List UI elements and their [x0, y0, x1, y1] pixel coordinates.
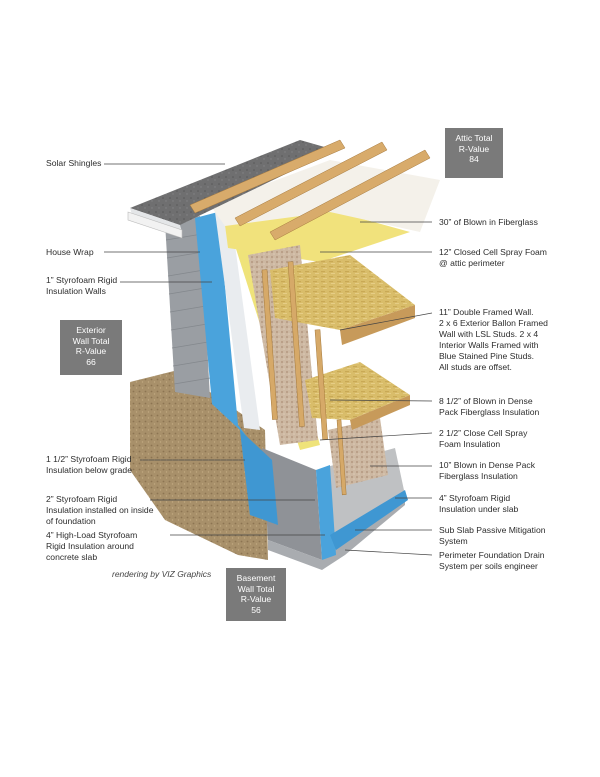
- gutter: [127, 211, 183, 239]
- upper-floor-deck: [270, 255, 415, 330]
- rigid-insulation-below-grade: [240, 430, 278, 525]
- label-close-cell-2: 2 1/2” Close Cell Spray Foam Insulation: [439, 428, 528, 449]
- leader-lines: [104, 163, 433, 556]
- label-blown-fiberglass-attic: 30” of Blown in Fiberglass: [439, 217, 538, 227]
- rigid-insulation-walls: [195, 212, 274, 520]
- foundation-wall: [262, 448, 322, 560]
- siding: [165, 216, 210, 398]
- rendering-credit: rendering by VIZ Graphics: [112, 569, 212, 579]
- closed-cell-foam-attic: [225, 210, 410, 262]
- label-double-framed-wall: 11” Double Framed Wall. 2 x 6 Exterior B…: [439, 307, 548, 372]
- label-styrofoam-foundation: 2” Styrofoam Rigid Insulation installed …: [46, 494, 154, 526]
- label-dense-pack-8: 8 1/2” of Blown in Dense Pack Fiberglass…: [439, 396, 540, 417]
- lower-floor-deck: [305, 362, 410, 420]
- label-dense-pack-10: 10” Blown in Dense Pack Fiberglass Insul…: [439, 460, 536, 481]
- label-closed-cell-attic: 12” Closed Cell Spray Foam @ attic perim…: [439, 247, 547, 268]
- label-perimeter-drain: Perimeter Foundation Drain System per so…: [439, 550, 545, 571]
- label-styrofoam-below-grade: 1 1/2” Styrofoam Rigid Insulation below …: [46, 454, 132, 475]
- attic-r-value-box: Attic Total R-Value 84: [445, 128, 503, 178]
- exterior-wall-r-value-box: Exterior Wall Total R-Value 66: [60, 320, 122, 375]
- upper-floor-joist: [340, 305, 415, 345]
- solar-shingles: [130, 140, 335, 225]
- label-styrofoam-under-slab: 4” Styrofoam Rigid Insulation under slab: [439, 493, 519, 514]
- label-high-load-styrofoam: 4” High-Load Styrofoam Rigid Insulation …: [46, 530, 138, 562]
- label-styrofoam-walls: 1” Styrofoam Rigid Insulation Walls: [46, 275, 118, 296]
- label-solar-shingles: Solar Shingles: [46, 158, 102, 168]
- lower-floor-joist: [350, 395, 410, 430]
- label-sub-slab: Sub Slab Passive Mitigation System: [439, 525, 546, 546]
- slab-edge: [268, 495, 405, 570]
- basement-wall-r-value-box: Basement Wall Total R-Value 56: [226, 568, 286, 621]
- rigid-insulation-slab: [330, 490, 408, 550]
- label-house-wrap: House Wrap: [46, 247, 94, 257]
- house-wrap: [215, 208, 260, 430]
